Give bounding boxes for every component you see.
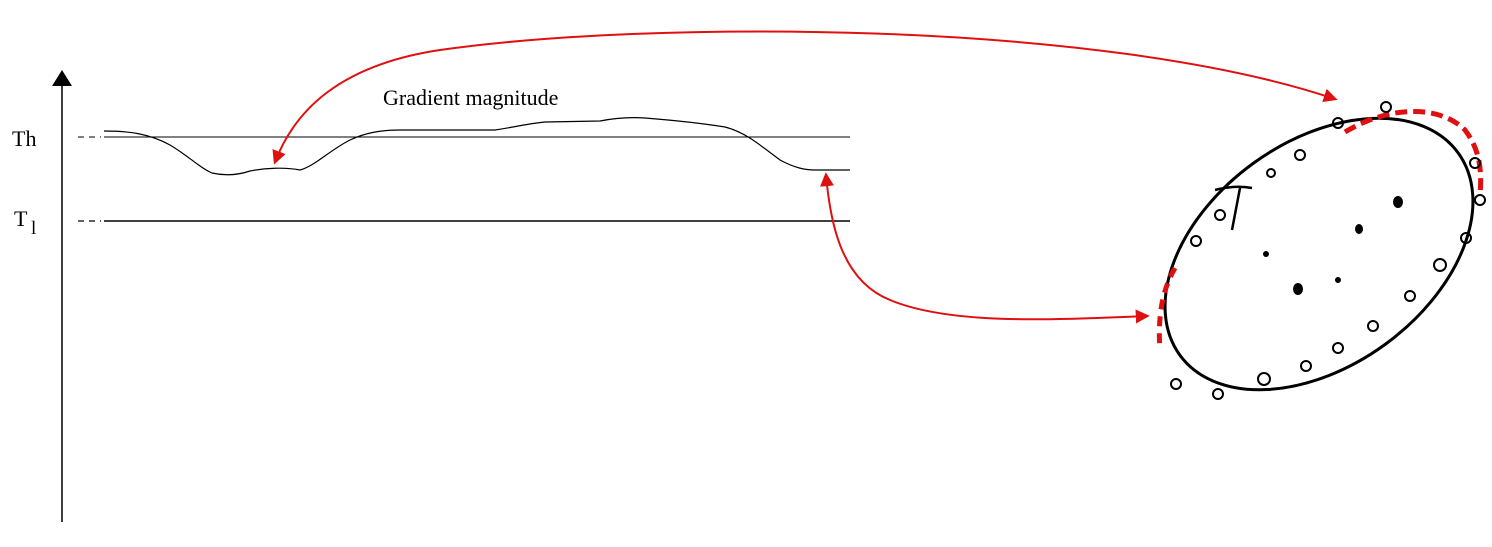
svg-text:l: l [31, 218, 36, 239]
y-axis-arrowhead [52, 70, 72, 86]
svg-text:T: T [14, 206, 28, 231]
contour-knots [1170, 101, 1486, 400]
curve-label: Gradient magnitude [383, 85, 558, 110]
arrow-lower [820, 172, 1150, 324]
arrow-upper [272, 30, 1338, 165]
object-contour [1156, 101, 1486, 400]
contour-ellipse [1163, 116, 1475, 392]
threshold-low-label: T l [14, 206, 36, 239]
threshold-high-label: Th [12, 126, 36, 151]
contour-spur [1214, 185, 1253, 231]
contour-highlight-left [1156, 266, 1178, 351]
gradient-magnitude-curve [103, 117, 850, 176]
y-axis [52, 70, 72, 522]
interior-points [1263, 196, 1403, 295]
contour-highlight-top [1343, 109, 1484, 196]
